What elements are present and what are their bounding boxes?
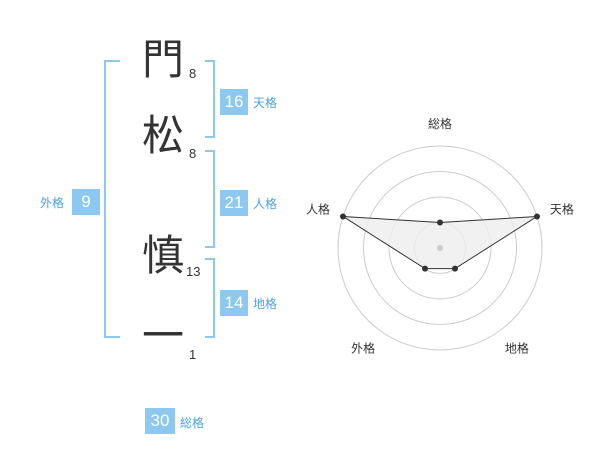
tenkaku-label: 天格	[253, 96, 278, 110]
radar-point	[339, 213, 346, 220]
stroke-count-3: 13	[186, 264, 201, 279]
tenkaku-bracket	[205, 60, 215, 138]
name-char-1: 門	[142, 35, 185, 84]
radar-axis-label: 総格	[428, 116, 452, 131]
name-char-3: 慎	[142, 231, 185, 280]
radar-point	[534, 213, 541, 220]
chikaku-bracket	[205, 258, 215, 338]
radar-center-dot	[437, 245, 443, 251]
radar-point	[451, 265, 458, 272]
gaikaku-label: 外格	[40, 196, 65, 210]
radar-axis-label: 人格	[306, 202, 330, 217]
jinkaku-value: 21	[220, 190, 248, 216]
radar-ring	[363, 171, 517, 325]
gaikaku-value: 9	[72, 189, 100, 215]
stroke-count-1: 8	[189, 66, 197, 81]
name-char-2: 松	[142, 111, 185, 160]
stroke-count-4: 1	[189, 347, 197, 362]
name-char-4: 一	[142, 311, 185, 360]
tenkaku-value: 16	[220, 89, 248, 115]
radar-points	[339, 213, 541, 272]
gaikaku-bracket	[104, 60, 120, 338]
chikaku-label: 地格	[253, 297, 278, 311]
stroke-count-2: 8	[189, 146, 197, 161]
radar-ring	[388, 196, 492, 300]
radar-area	[342, 215, 538, 270]
soukaku-label: 総格	[180, 416, 205, 430]
radar-axis-label: 外格	[351, 340, 375, 355]
chikaku-value: 14	[220, 290, 248, 316]
radar-ring	[337, 145, 543, 351]
radar-axis-label: 天格	[550, 202, 574, 217]
soukaku-value: 30	[145, 408, 175, 434]
jinkaku-bracket	[205, 150, 215, 248]
radar-point	[422, 265, 429, 272]
jinkaku-label: 人格	[253, 197, 278, 211]
radar-point	[437, 219, 443, 226]
radar-axis-label: 地格	[505, 340, 529, 355]
